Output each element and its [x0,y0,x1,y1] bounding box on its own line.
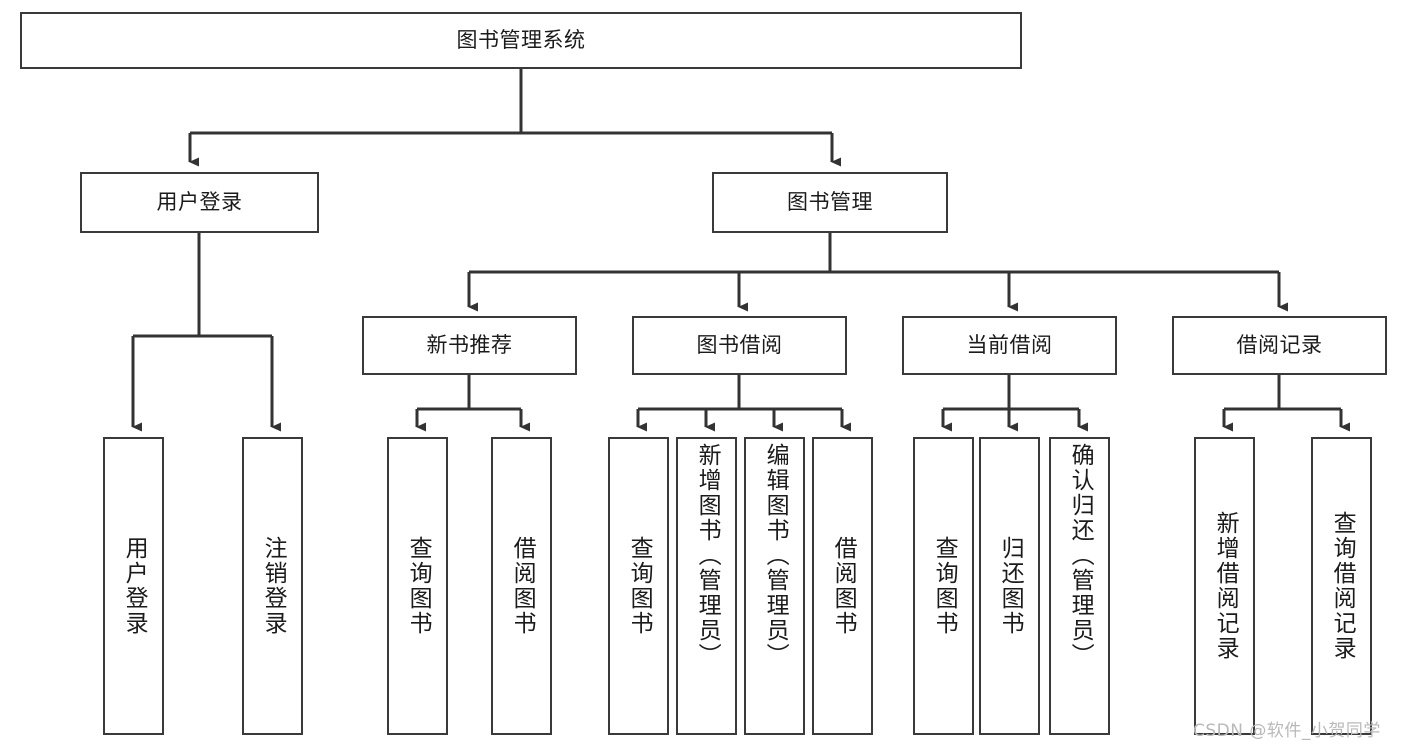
node-leaf-query-book-3[interactable]: 查询图书 [913,437,974,735]
node-leaf-borrow-book-2-label: 借阅图书 [830,536,857,636]
node-leaf-add-book-admin[interactable]: 新增图书（管理员） [676,437,737,735]
node-leaf-query-book-1[interactable]: 查询图书 [387,437,448,735]
node-leaf-query-book-2-label: 查询图书 [626,536,653,636]
node-borrow-record[interactable]: 借阅记录 [1172,316,1387,375]
node-leaf-add-borrow-record[interactable]: 新增借阅记录 [1194,437,1255,735]
node-book-borrow-label: 图书借阅 [696,333,783,358]
node-leaf-edit-book-admin[interactable]: 编辑图书（管理员） [744,437,805,735]
node-leaf-user-login-label: 用户登录 [121,536,148,636]
node-leaf-user-login[interactable]: 用户登录 [103,437,164,735]
node-leaf-confirm-return-admin-label: 确认归还（管理员） [1067,443,1094,668]
node-current-borrow[interactable]: 当前借阅 [902,316,1117,375]
node-leaf-return-book-label: 归还图书 [997,536,1024,636]
node-root[interactable]: 图书管理系统 [20,12,1022,69]
node-leaf-add-book-admin-label: 新增图书（管理员） [694,443,721,668]
node-new-book-recommend[interactable]: 新书推荐 [362,316,577,375]
node-borrow-record-label: 借阅记录 [1236,333,1323,358]
node-new-book-recommend-label: 新书推荐 [426,333,513,358]
node-leaf-borrow-book-1[interactable]: 借阅图书 [491,437,552,735]
node-leaf-logout-login[interactable]: 注销登录 [242,437,303,735]
node-user-login-label: 用户登录 [156,190,243,215]
node-leaf-query-book-1-label: 查询图书 [405,536,432,636]
node-book-manage[interactable]: 图书管理 [712,172,948,233]
node-book-manage-label: 图书管理 [787,190,873,215]
node-leaf-confirm-return-admin[interactable]: 确认归还（管理员） [1049,437,1110,735]
node-leaf-edit-book-admin-label: 编辑图书（管理员） [762,443,789,668]
node-current-borrow-label: 当前借阅 [966,333,1053,358]
node-user-login[interactable]: 用户登录 [80,172,319,233]
node-leaf-borrow-book-2[interactable]: 借阅图书 [812,437,873,735]
node-book-borrow[interactable]: 图书借阅 [632,316,847,375]
node-leaf-logout-login-label: 注销登录 [260,536,287,636]
node-leaf-query-borrow-record[interactable]: 查询借阅记录 [1311,437,1372,735]
node-leaf-borrow-book-1-label: 借阅图书 [509,536,536,636]
node-leaf-query-book-3-label: 查询图书 [931,536,958,636]
node-leaf-return-book[interactable]: 归还图书 [979,437,1040,735]
node-leaf-add-borrow-record-label: 新增借阅记录 [1212,511,1239,661]
node-leaf-query-book-2[interactable]: 查询图书 [608,437,669,735]
node-leaf-query-borrow-record-label: 查询借阅记录 [1329,511,1356,661]
node-root-label: 图书管理系统 [456,28,586,53]
